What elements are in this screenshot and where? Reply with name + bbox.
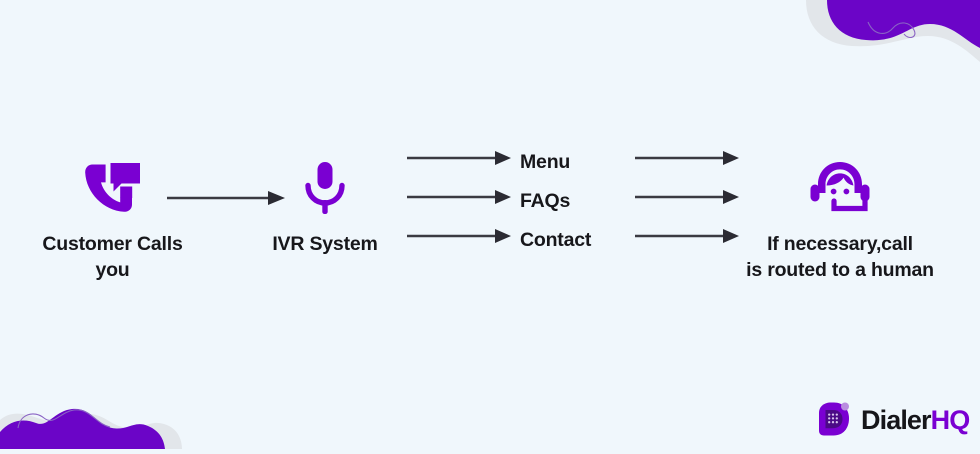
arrow-customer-to-ivr xyxy=(167,191,285,205)
flow-node-ivr: IVR System xyxy=(240,160,410,258)
headset-agent-icon xyxy=(808,160,872,218)
flow-node-ivr-label: IVR System xyxy=(272,233,378,255)
flow-node-customer: Customer Calls you xyxy=(10,160,215,283)
flow-node-human: If necessary,call is routed to a human xyxy=(715,160,965,283)
arrow-contact-to-human xyxy=(635,229,739,243)
ivr-option-contact-label: Contact xyxy=(520,229,592,251)
ivr-option-menu[interactable]: Menu xyxy=(520,143,630,182)
arrow-ivr-to-menu xyxy=(407,151,511,165)
ivr-option-contact[interactable]: Contact xyxy=(520,221,630,260)
microphone-icon xyxy=(301,160,349,218)
flow-node-human-label: If necessary,call is routed to a human xyxy=(746,233,934,281)
ivr-option-faqs-label: FAQs xyxy=(520,190,571,212)
bottom-left-swirl-line xyxy=(17,409,111,429)
logo-name-primary: Dialer xyxy=(861,404,932,435)
ivr-options-list: Menu FAQs Contact xyxy=(520,143,630,260)
top-right-swirl-line xyxy=(867,21,916,39)
arrow-faqs-to-human xyxy=(635,190,739,204)
logo-name-accent: HQ xyxy=(930,404,971,435)
top-right-blob xyxy=(827,0,980,48)
phone-call-bubble-icon xyxy=(82,160,144,218)
arrow-ivr-to-faqs xyxy=(407,190,511,204)
top-right-blob-shadow xyxy=(806,0,980,62)
dialerhq-keypad-icon xyxy=(819,402,849,436)
ivr-option-faqs[interactable]: FAQs xyxy=(520,182,630,221)
arrow-ivr-to-contact xyxy=(407,229,511,243)
bottom-left-blob xyxy=(0,408,165,449)
bottom-left-blob-shadow xyxy=(0,413,182,449)
arrow-menu-to-human xyxy=(635,151,739,165)
ivr-option-menu-label: Menu xyxy=(520,151,571,173)
flow-node-customer-label: Customer Calls you xyxy=(42,233,183,281)
